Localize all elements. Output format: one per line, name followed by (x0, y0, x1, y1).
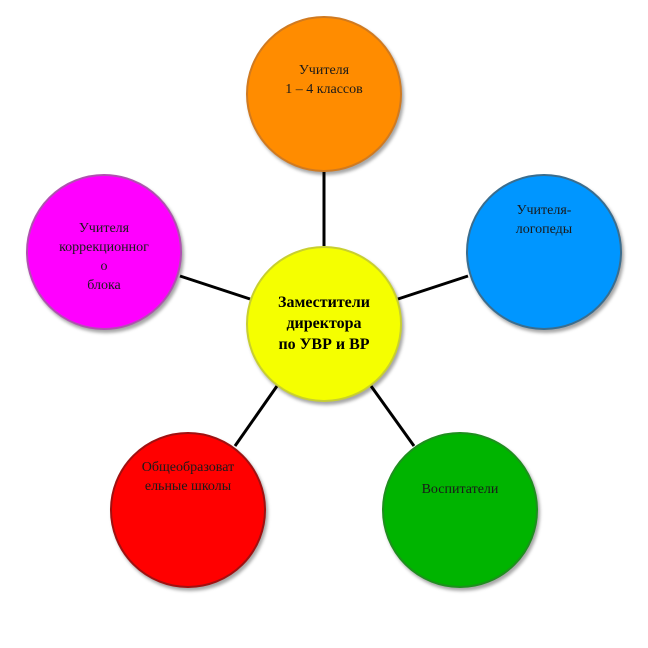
node-label-correction-teachers: Учителя коррекционног о блока (59, 221, 149, 293)
node-educators: Воспитатели (382, 432, 538, 588)
node-general-schools: Общеобразоват ельные школы (110, 432, 266, 588)
node-label-educators: Воспитатели (421, 482, 499, 497)
node-center-deputy-directors: Заместители директора по УВР и ВР (246, 246, 402, 402)
center-label: Заместители директора по УВР и ВР (278, 294, 370, 353)
connector-educators (369, 385, 416, 447)
node-speech-therapists: Учителя- логопеды (466, 174, 622, 330)
node-label-primary-teachers: Учителя 1 – 4 классов (285, 63, 363, 97)
node-correction-teachers: Учителя коррекционног о блока (26, 174, 182, 330)
node-label-speech-therapists: Учителя- логопеды (515, 203, 573, 237)
connector-speech-therapists (397, 274, 469, 301)
node-label-general-schools: Общеобразоват ельные школы (141, 460, 235, 494)
node-primary-teachers: Учителя 1 – 4 классов (246, 16, 402, 172)
connector-general-schools (233, 385, 279, 447)
connector-correction-teachers (179, 274, 251, 301)
